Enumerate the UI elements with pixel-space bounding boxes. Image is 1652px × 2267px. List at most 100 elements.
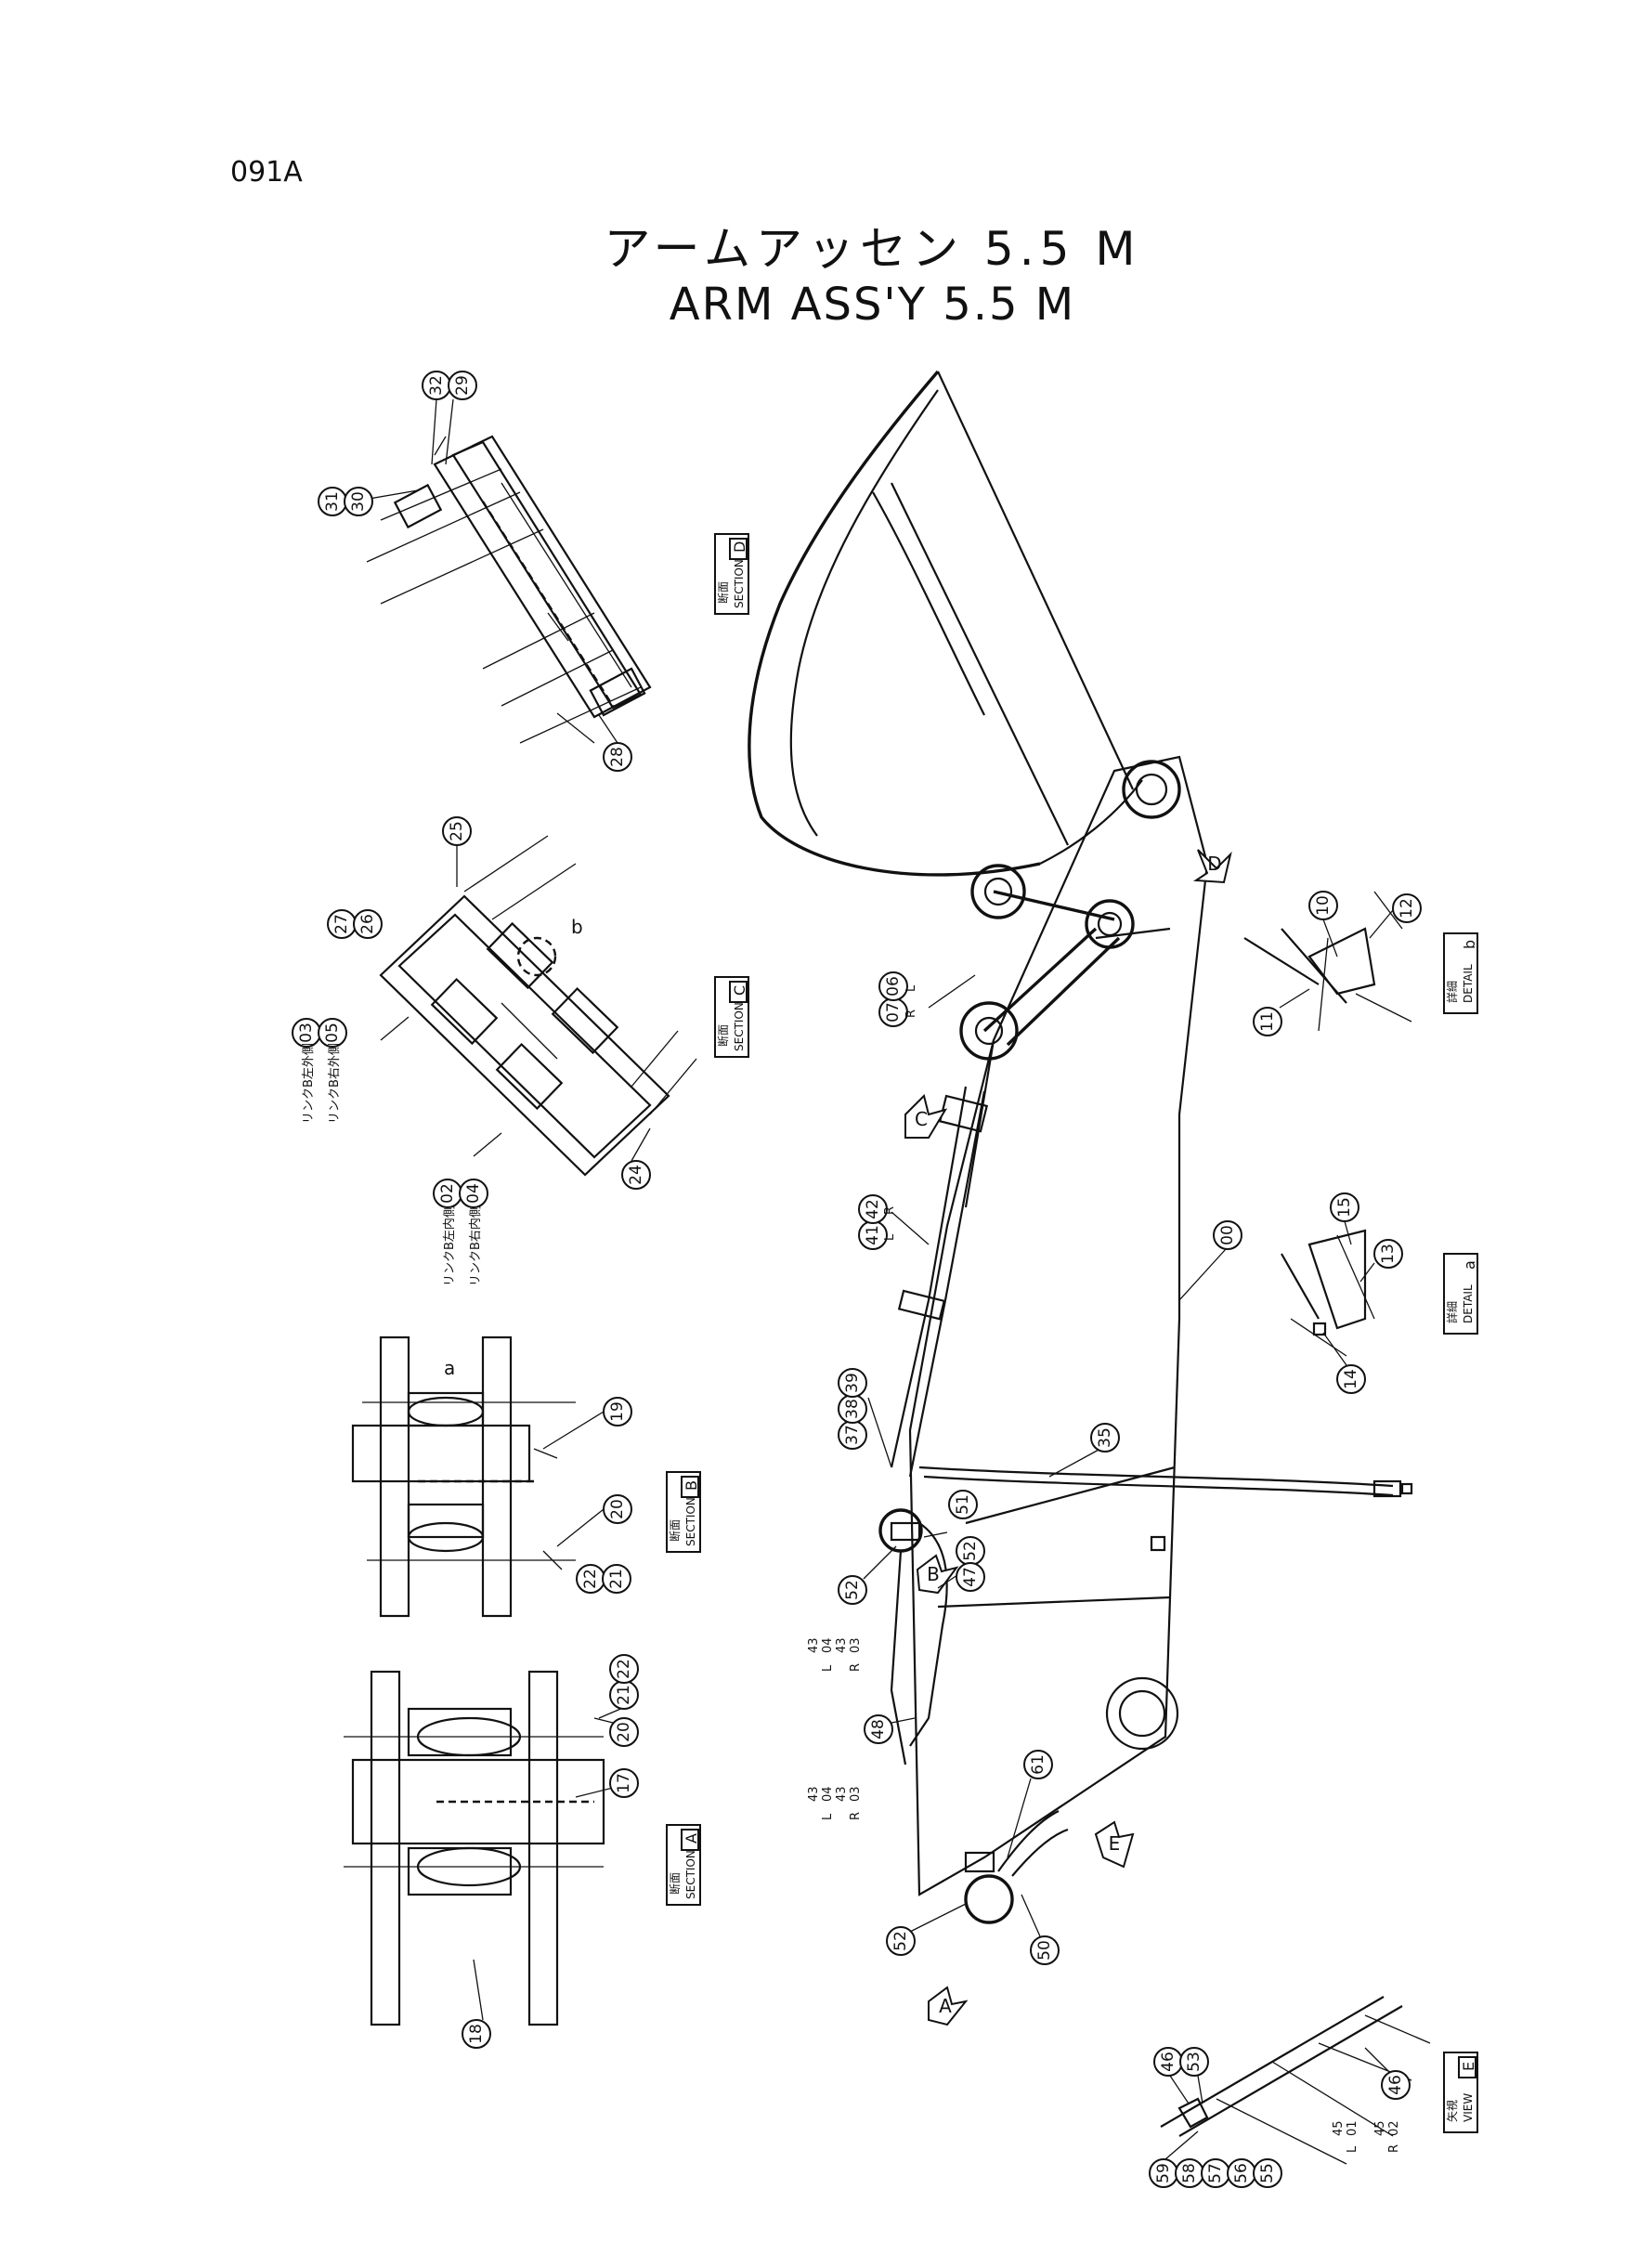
fraction-43-r-03-lower: 43 R 03 xyxy=(835,1786,863,1820)
section-b-drawing xyxy=(351,1335,576,1618)
svg-text:20: 20 xyxy=(608,1499,627,1519)
svg-text:E: E xyxy=(1109,1832,1121,1855)
section-d-drawing xyxy=(366,435,652,744)
callout-56: 56 xyxy=(1227,2158,1256,2188)
section-c-letter: b xyxy=(571,916,583,938)
svg-text:26: 26 xyxy=(358,914,377,934)
svg-text:12: 12 xyxy=(1398,898,1416,919)
callout-28: 28 xyxy=(603,742,632,772)
svg-text:B: B xyxy=(683,1480,700,1491)
svg-text:断面: 断面 xyxy=(668,1872,682,1895)
callout-06: 06 xyxy=(878,971,908,1001)
callout-55: 55 xyxy=(1253,2158,1282,2188)
svg-text:L: L xyxy=(1346,2145,1359,2153)
svg-text:10: 10 xyxy=(1314,895,1333,916)
svg-text:56: 56 xyxy=(1232,2163,1251,2183)
svg-text:B: B xyxy=(927,1563,940,1585)
svg-text:52: 52 xyxy=(843,1580,862,1600)
svg-text:03: 03 xyxy=(297,1023,316,1043)
callout-59: 59 xyxy=(1149,2158,1178,2188)
callout-51: 51 xyxy=(948,1490,978,1519)
svg-text:22: 22 xyxy=(615,1659,633,1679)
title-japanese: アームアッセン 5.5 M xyxy=(604,222,1141,276)
svg-text:30: 30 xyxy=(349,491,368,512)
svg-text:29: 29 xyxy=(453,375,472,396)
svg-text:02: 02 xyxy=(438,1183,457,1204)
callout-12: 12 xyxy=(1392,893,1422,923)
svg-text:21: 21 xyxy=(615,1685,633,1705)
view-e-tag: 矢視 VIEW E xyxy=(1443,2052,1478,2133)
callout-26: 26 xyxy=(353,909,383,939)
callout-02: 02 xyxy=(433,1179,462,1208)
fraction-43-l-04-lower: 43 L 04 xyxy=(807,1786,835,1820)
svg-text:43: 43 xyxy=(807,1786,821,1802)
svg-text:詳細: 詳細 xyxy=(1445,1301,1459,1323)
svg-text:01: 01 xyxy=(1346,2120,1359,2136)
callout-30: 30 xyxy=(344,487,373,516)
svg-text:53: 53 xyxy=(1185,2052,1203,2072)
callout-29: 29 xyxy=(448,371,477,400)
arrow-marker-d: D xyxy=(1192,849,1232,884)
arrow-marker-c: C xyxy=(904,1094,948,1139)
svg-text:17: 17 xyxy=(615,1773,633,1793)
svg-text:37: 37 xyxy=(843,1425,862,1445)
svg-text:断面: 断面 xyxy=(668,1519,682,1542)
svg-text:VIEW: VIEW xyxy=(1462,2093,1475,2122)
svg-text:L: L xyxy=(821,1664,835,1672)
svg-text:L: L xyxy=(821,1813,835,1820)
callout-52-upper: 52 xyxy=(838,1575,867,1605)
svg-text:D: D xyxy=(1207,853,1221,875)
section-d-callouts: 32 29 31 30 28 xyxy=(318,371,632,772)
svg-text:L: L xyxy=(904,984,918,992)
svg-text:57: 57 xyxy=(1206,2163,1225,2183)
callout-57: 57 xyxy=(1201,2158,1230,2188)
section-b-callouts: 19 20 22 21 xyxy=(542,1397,632,1594)
view-e-drawing xyxy=(1160,1996,1431,2165)
callout-e-53: 53 xyxy=(1179,2047,1209,2077)
callout-52-lower: 52 xyxy=(886,1926,916,1956)
section-b-letter: a xyxy=(444,1357,455,1379)
callout-14: 14 xyxy=(1336,1364,1366,1394)
svg-text:52: 52 xyxy=(891,1931,910,1951)
callout-39: 39 xyxy=(838,1368,867,1398)
svg-text:R: R xyxy=(904,1010,918,1018)
svg-text:25: 25 xyxy=(448,821,466,841)
svg-text:61: 61 xyxy=(1029,1754,1047,1775)
callout-48: 48 xyxy=(864,1714,893,1744)
svg-text:C: C xyxy=(731,985,748,996)
svg-text:断面: 断面 xyxy=(716,1024,730,1047)
svg-text:04: 04 xyxy=(821,1637,835,1653)
note-link-b-left-inner: リンクB左内側 xyxy=(442,1205,457,1286)
svg-text:45: 45 xyxy=(1332,2120,1346,2136)
callout-05: 05 xyxy=(318,1018,347,1048)
svg-text:18: 18 xyxy=(467,2024,486,2044)
svg-text:22: 22 xyxy=(581,1569,600,1589)
section-c-callouts: 25 27 26 03 05 02 04 24 xyxy=(292,816,651,1208)
section-a-callouts: 21 22 20 17 18 xyxy=(462,1654,639,2049)
svg-text:51: 51 xyxy=(954,1494,972,1515)
section-b-tag: 断面 SECTION B xyxy=(666,1471,701,1553)
svg-text:31: 31 xyxy=(323,491,342,512)
svg-text:32: 32 xyxy=(427,375,446,396)
svg-text:詳細: 詳細 xyxy=(1445,981,1459,1003)
note-link-b-right-inner: リンクB右内側 xyxy=(468,1205,483,1286)
callout-22: 22 xyxy=(576,1564,605,1594)
page-number: 091A xyxy=(230,156,303,189)
callout-00: 00 xyxy=(1213,1220,1242,1250)
svg-text:R: R xyxy=(1387,2144,1401,2153)
section-c-notes: リンクB左外側 リンクB右外側 リンクB左内側 リンクB右内側 xyxy=(302,1043,483,1286)
fraction-notes-view-e: 45 L 01 45 R 02 xyxy=(1332,2120,1401,2153)
detail-a-callouts: 15 13 14 xyxy=(1322,1192,1403,1394)
svg-text:11: 11 xyxy=(1258,1011,1277,1032)
callout-32: 32 xyxy=(422,371,451,400)
svg-text:C: C xyxy=(915,1108,928,1130)
detail-b-callouts: 10 12 11 xyxy=(1253,891,1422,1036)
svg-text:05: 05 xyxy=(323,1023,342,1043)
title-english: ARM ASS'Y 5.5 M xyxy=(669,279,1076,331)
fraction-45-r-02: 45 R 02 xyxy=(1373,2120,1401,2153)
svg-text:43: 43 xyxy=(835,1637,849,1653)
svg-text:00: 00 xyxy=(1218,1225,1237,1245)
svg-text:DETAIL: DETAIL xyxy=(1462,1284,1475,1323)
section-a-tag: 断面 SECTION A xyxy=(666,1824,701,1906)
svg-text:19: 19 xyxy=(608,1401,627,1422)
